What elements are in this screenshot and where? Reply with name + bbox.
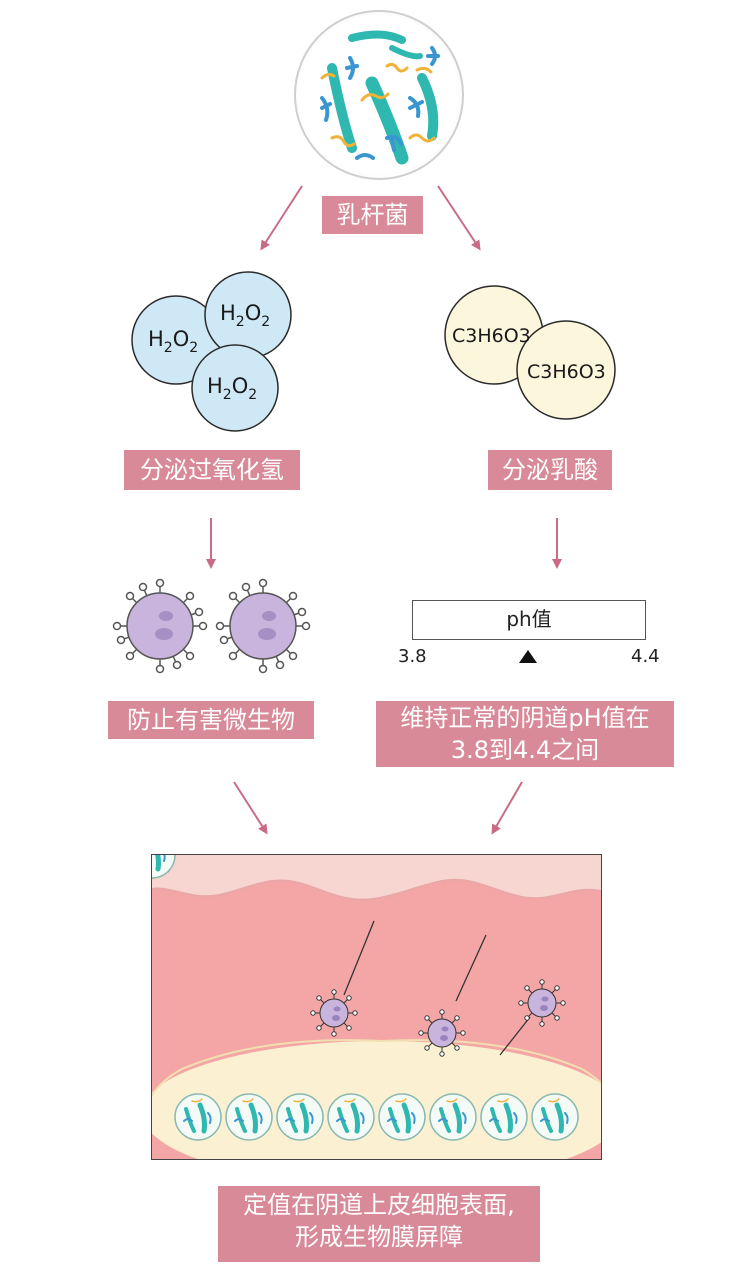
- arrow-to-h2o2: [260, 185, 303, 251]
- hydrogen-peroxide-molecules: H2O2 H2O2 H2O2: [131, 271, 292, 432]
- svg-text:H2O2: H2O2: [207, 374, 257, 403]
- tissue-layers: [152, 855, 601, 1159]
- ph-bar-title: ph值: [506, 607, 552, 631]
- lactobacillus-icon: [294, 10, 464, 180]
- biofilm-result-label: 定值在阴道上皮细胞表面, 形成生物膜屏障: [218, 1186, 540, 1262]
- lactobacillus-label: 乳杆菌: [322, 196, 423, 234]
- arrow-right-to-tissue: [491, 781, 523, 835]
- biofilm-illustration: [151, 854, 602, 1160]
- ph-max-label: 4.4: [631, 646, 660, 667]
- maintain-ph-label: 维持正常的阴道pH值在 3.8到4.4之间: [376, 701, 674, 767]
- arrow-left-to-tissue: [233, 781, 268, 835]
- ph-marker-triangle-icon: [519, 650, 537, 663]
- harmful-microbes-icon: [112, 578, 311, 674]
- ph-min-label: 3.8: [398, 646, 427, 667]
- lactobacillus-cell-icon: [152, 855, 176, 879]
- svg-text:H2O2: H2O2: [148, 327, 198, 356]
- arrow-to-lactic: [437, 185, 481, 251]
- ph-bar: ph值: [412, 600, 646, 640]
- secrete-h2o2-label: 分泌过氧化氢: [124, 450, 300, 490]
- lactic-acid-molecules: C3H6O3 C3H6O3: [444, 285, 616, 420]
- svg-text:C3H6O3: C3H6O3: [527, 361, 606, 383]
- svg-text:C3H6O3: C3H6O3: [452, 325, 531, 347]
- svg-text:H2O2: H2O2: [220, 301, 270, 330]
- prevent-microbes-label: 防止有害微生物: [108, 701, 314, 739]
- secrete-lactic-acid-label: 分泌乳酸: [488, 450, 612, 490]
